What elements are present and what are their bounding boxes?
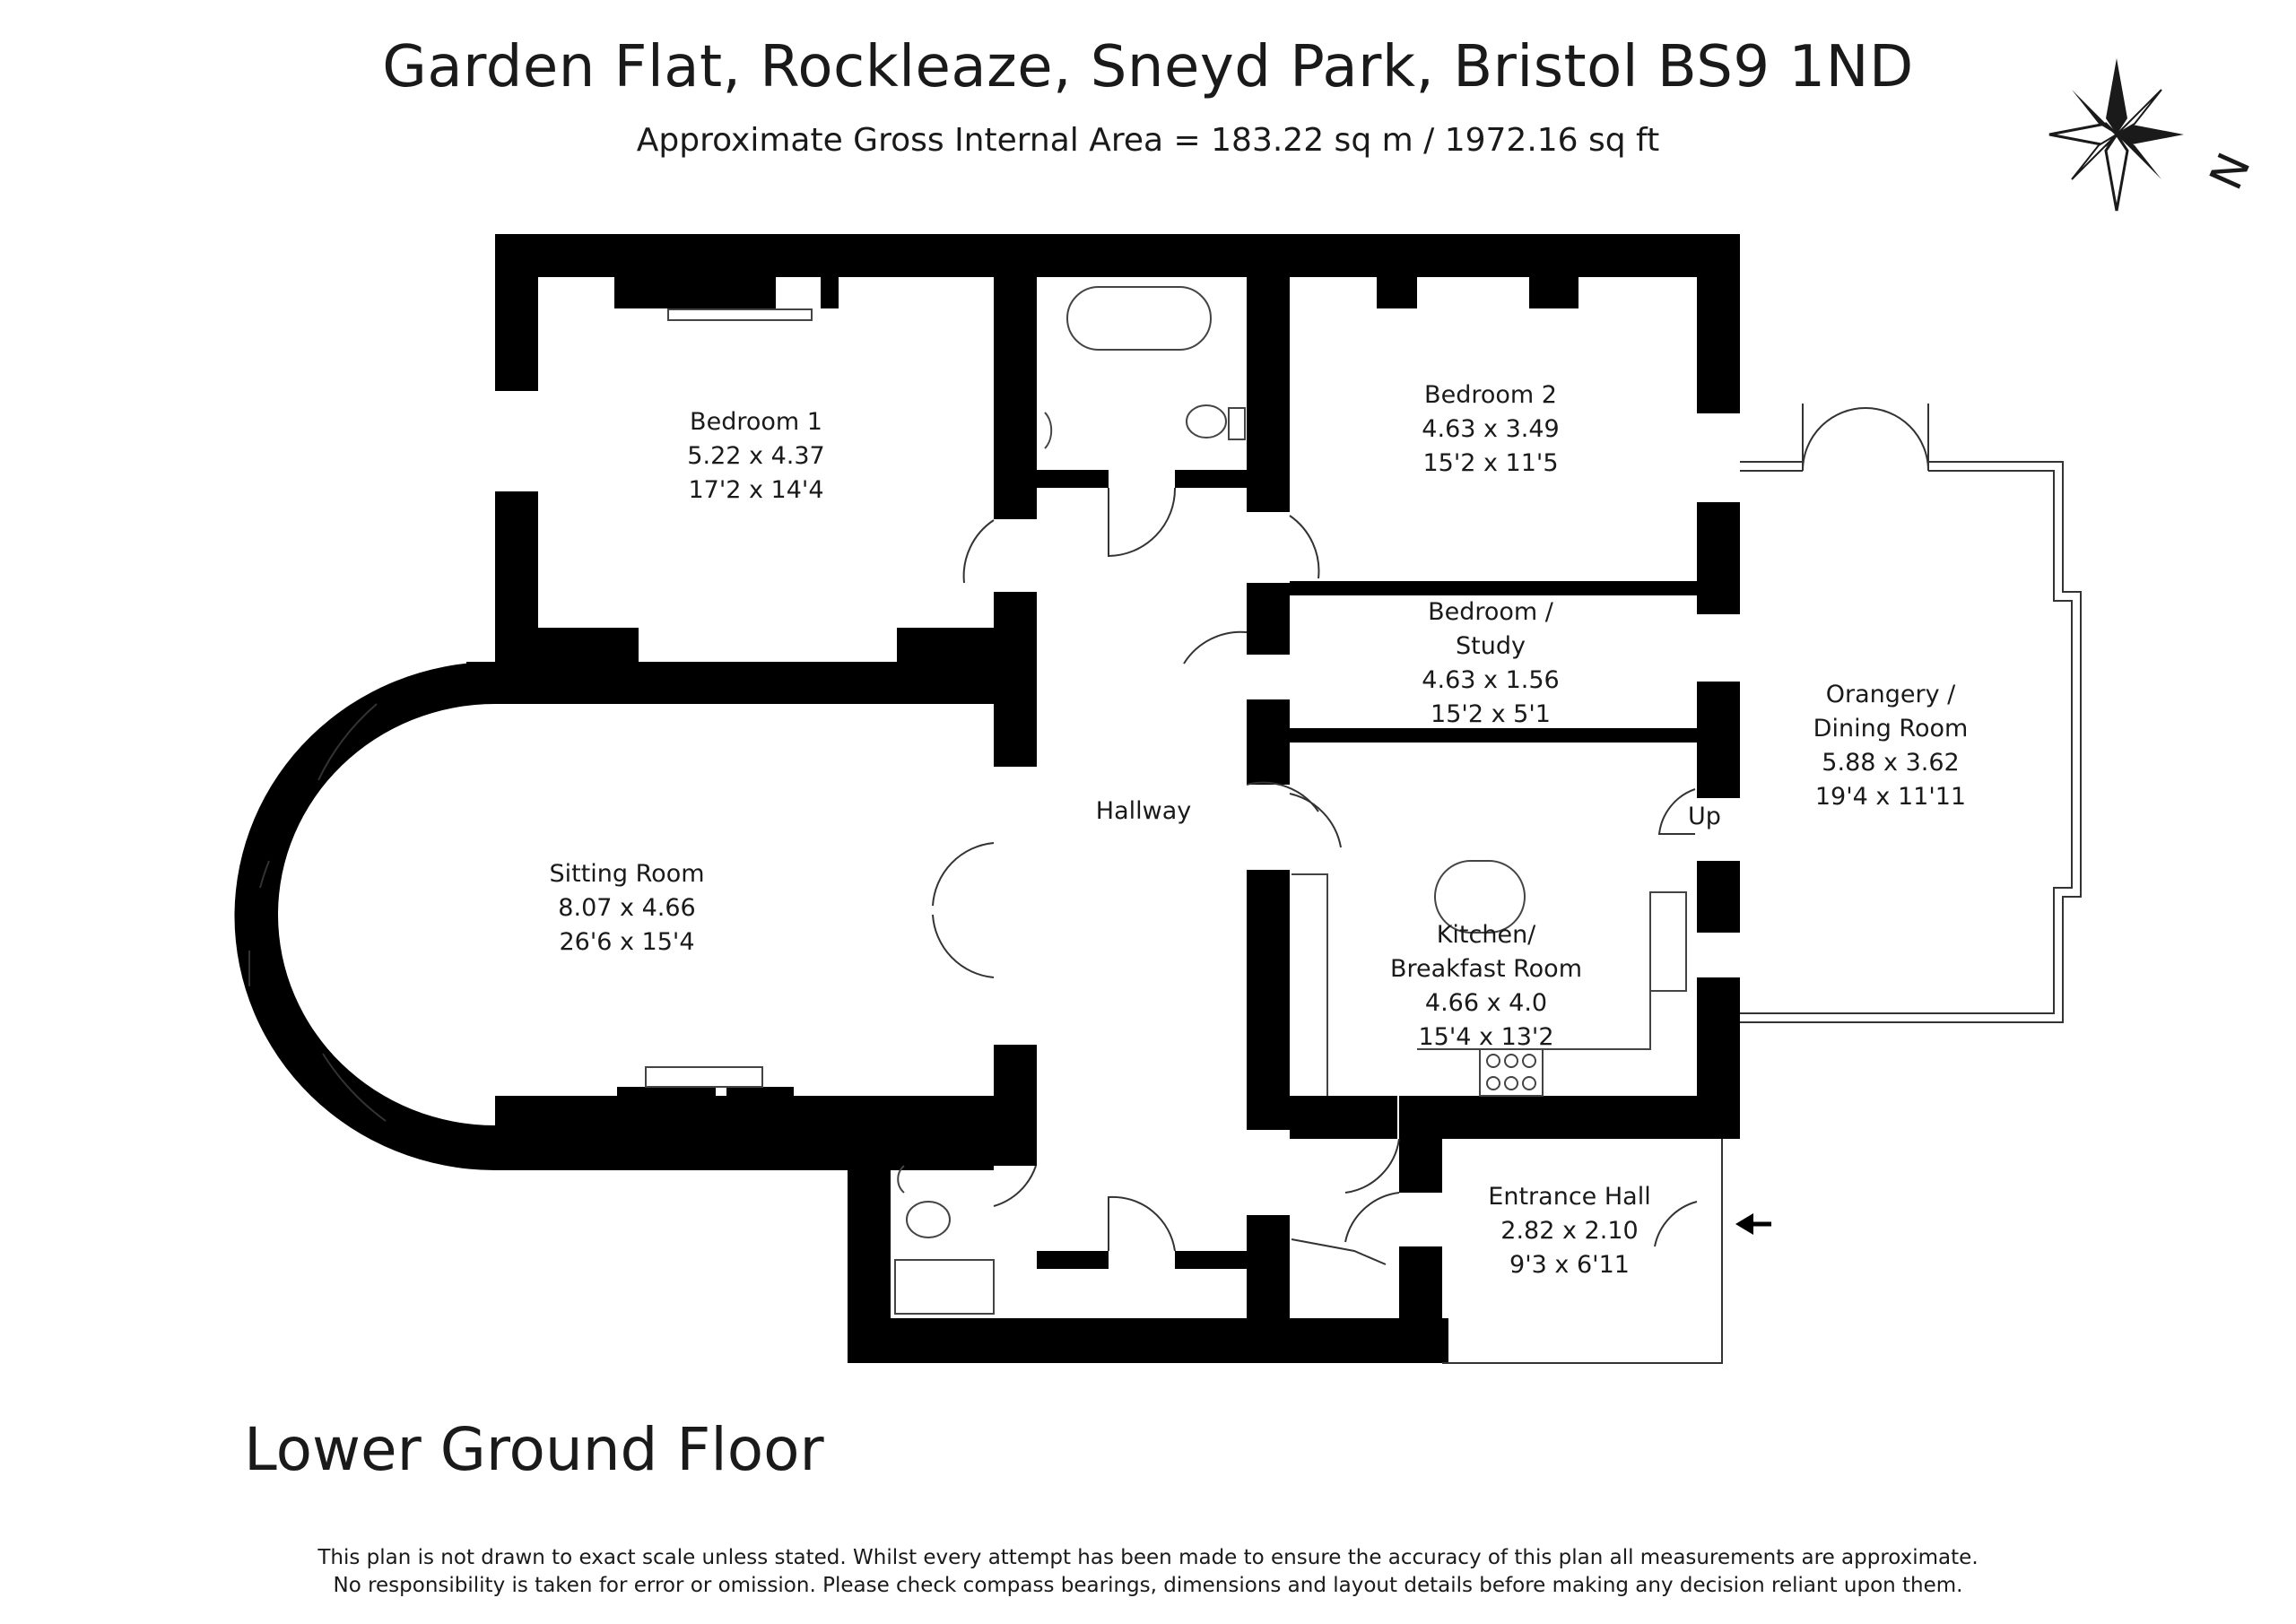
orangery-label: Orangery / Dining Room 5.88 x 3.62 19'4 … <box>1813 681 1969 811</box>
plan-title: Garden Flat, Rockleaze, Sneyd Park, Bris… <box>382 34 1914 100</box>
compass-rose-icon <box>2048 58 2184 212</box>
disclaimer-line-1: This plan is not drawn to exact scale un… <box>317 1546 1979 1569</box>
stairs-up-label: Up <box>1688 803 1721 830</box>
sitting-room-bay-wall <box>234 662 495 1170</box>
bathtub <box>1066 286 1212 351</box>
bay-windows <box>248 703 387 1122</box>
door-swings <box>932 487 1698 1265</box>
sitting-room-label: Sitting Room 8.07 x 4.66 26'6 x 15'4 <box>549 860 705 956</box>
toilet <box>1186 404 1227 439</box>
kitchen-label: Kitchen/ Breakfast Room 4.66 x 4.0 15'4 … <box>1390 921 1582 1051</box>
disclaimer-line-2: No responsibility is taken for error or … <box>333 1574 1963 1597</box>
bedroom-1-label: Bedroom 1 5.22 x 4.37 17'2 x 14'4 <box>687 408 825 504</box>
shower-tray <box>894 1259 995 1315</box>
floor-label: Lower Ground Floor <box>244 1415 824 1484</box>
entrance-hall-label: Entrance Hall 2.82 x 2.10 9'3 x 6'11 <box>1488 1183 1651 1279</box>
orangery-outline <box>1442 404 2082 1364</box>
hallway-label: Hallway <box>1095 797 1192 825</box>
sink <box>1044 412 1053 449</box>
disclaimer: This plan is not drawn to exact scale un… <box>0 1544 2296 1600</box>
entrance-arrow-icon <box>1735 1213 1771 1235</box>
study-label: Bedroom / Study 4.63 x 1.56 15'2 x 5'1 <box>1422 598 1560 728</box>
bedroom-2-label: Bedroom 2 4.63 x 3.49 15'2 x 11'5 <box>1422 381 1560 477</box>
gross-area: Approximate Gross Internal Area = 183.22… <box>636 122 1660 159</box>
